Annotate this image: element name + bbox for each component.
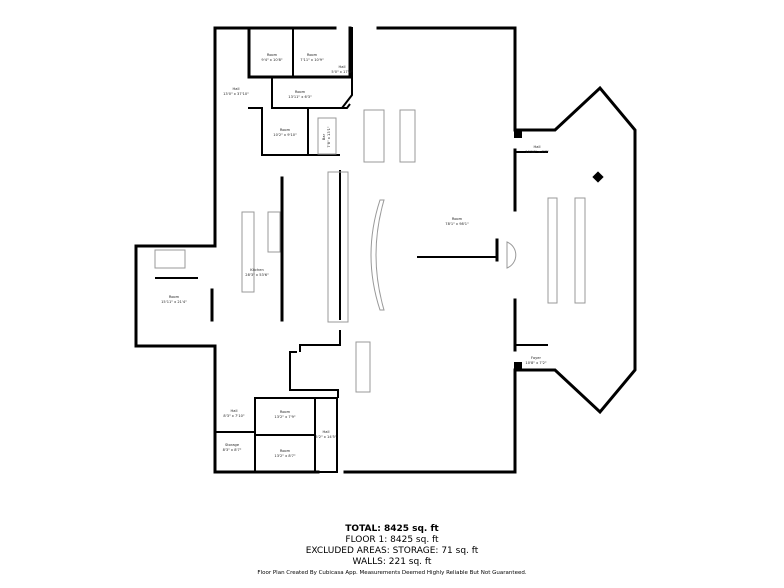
svg-text:Room: Room [307, 53, 318, 57]
total-area: TOTAL: 8425 sq. ft [345, 524, 439, 534]
svg-text:78'1" x 98'1": 78'1" x 98'1" [445, 222, 469, 226]
svg-text:8'3" x 7'10": 8'3" x 7'10" [223, 414, 244, 418]
floor-area: FLOOR 1: 8425 sq. ft [345, 535, 439, 545]
svg-text:Storage: Storage [225, 443, 240, 447]
svg-text:13'2" x 7'9": 13'2" x 7'9" [274, 415, 295, 419]
walls [134, 26, 637, 474]
excluded-areas: EXCLUDED AREAS: STORAGE: 71 sq. ft [305, 546, 479, 556]
svg-text:Room: Room [267, 53, 278, 57]
svg-text:Foyer: Foyer [531, 356, 541, 360]
svg-text:Hall: Hall [231, 409, 238, 413]
svg-text:Hall: Hall [339, 65, 346, 69]
walls-area: WALLS: 221 sq. ft [352, 557, 432, 567]
svg-text:5'0" x 17'8": 5'0" x 17'8" [331, 70, 352, 74]
svg-text:7'11" x 10'9": 7'11" x 10'9" [300, 58, 324, 62]
svg-text:10'10" x 7'7": 10'10" x 7'7" [525, 150, 549, 154]
disclaimer: Floor Plan Created By Cubicasa App. Meas… [257, 570, 527, 576]
fixtures [154, 109, 586, 393]
svg-text:Hall: Hall [534, 145, 541, 149]
svg-text:Room: Room [280, 449, 291, 453]
svg-text:7'8" x 13'1": 7'8" x 13'1" [327, 126, 331, 147]
svg-text:Room: Room [295, 90, 306, 94]
svg-text:Room: Room [452, 217, 463, 221]
svg-text:10'8" x 7'2": 10'8" x 7'2" [525, 361, 546, 365]
svg-text:Room: Room [280, 410, 291, 414]
svg-text:28'3" x 53'6": 28'3" x 53'6" [245, 273, 269, 277]
svg-text:10'2" x 9'10": 10'2" x 9'10" [273, 133, 297, 137]
svg-text:Room: Room [169, 295, 180, 299]
svg-text:Hall: Hall [323, 430, 330, 434]
svg-text:13'2" x 8'7": 13'2" x 8'7" [274, 454, 295, 458]
svg-text:15'11" x 21'4": 15'11" x 21'4" [161, 300, 187, 304]
svg-text:9'4" x 10'8": 9'4" x 10'8" [261, 58, 282, 62]
svg-text:Bar: Bar [322, 133, 326, 140]
svg-text:Room: Room [280, 128, 291, 132]
svg-text:Kitchen: Kitchen [250, 268, 264, 272]
svg-text:13'0" x 37'10": 13'0" x 37'10" [223, 92, 249, 96]
svg-text:5'2" x 14'5": 5'2" x 14'5" [315, 435, 336, 439]
svg-text:Hall: Hall [233, 87, 240, 91]
svg-text:8'3" x 8'7": 8'3" x 8'7" [223, 448, 242, 452]
svg-text:13'11" x 6'3": 13'11" x 6'3" [288, 95, 312, 99]
